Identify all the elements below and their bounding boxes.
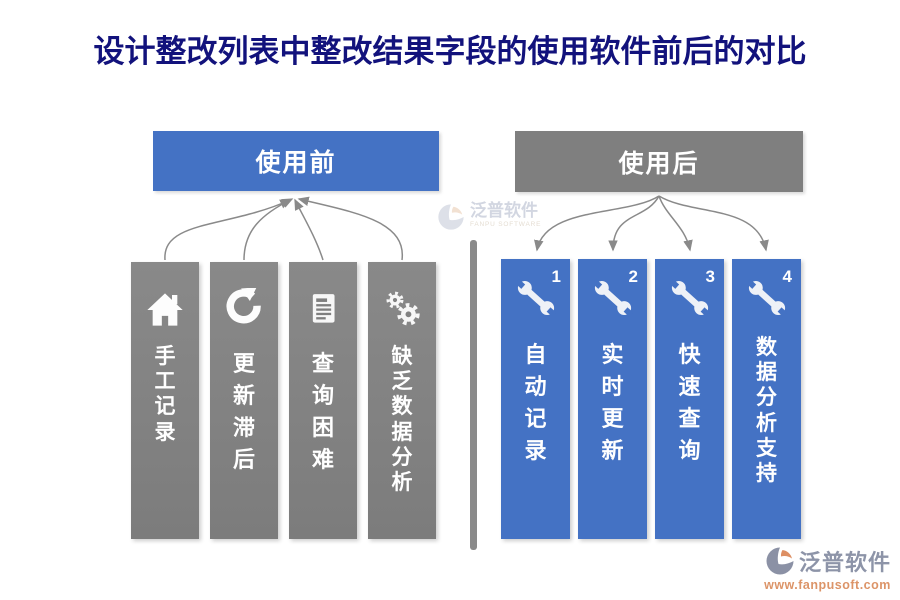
wrench-icon: 4 — [732, 267, 801, 329]
step-number: 4 — [782, 267, 792, 286]
refresh-icon — [210, 280, 278, 338]
document-icon — [289, 280, 357, 338]
after-item-label: 快速查询 — [678, 342, 701, 463]
after-item-label: 自动记录 — [524, 342, 547, 463]
after-item-label: 数据分析支持 — [756, 336, 777, 485]
arrow-before-1 — [164, 199, 292, 261]
before-column-4: 缺乏数据分析 — [368, 262, 436, 539]
arrow-before-3 — [294, 198, 324, 261]
fanpu-logo-icon — [766, 547, 794, 575]
arrow-after-2 — [608, 195, 660, 252]
arrow-before-4 — [297, 196, 403, 261]
watermark: 泛普软件 FANPU SOFTWARE — [436, 201, 542, 232]
before-column-1: 手工记录 — [131, 262, 199, 539]
home-icon — [131, 280, 199, 338]
arrow-before-2 — [243, 198, 294, 261]
after-column-1: 1 自动记录 — [501, 259, 570, 539]
step-number: 1 — [551, 267, 561, 286]
step-number: 3 — [705, 267, 715, 286]
after-column-3: 3 快速查询 — [655, 259, 724, 539]
before-column-2: 更新滞后 — [210, 262, 278, 539]
before-item-label: 手工记录 — [154, 345, 176, 444]
watermark-subtitle: FANPU SOFTWARE — [470, 220, 542, 228]
footer-brand: 泛普软件 www.fanpusoft.com — [764, 545, 891, 592]
after-header: 使用后 — [515, 131, 803, 192]
page-title: 设计整改列表中整改结果字段的使用软件前后的对比 — [93, 34, 807, 69]
wrench-icon: 3 — [655, 267, 724, 329]
arrow-after-4 — [658, 195, 769, 252]
section-divider — [470, 240, 477, 550]
before-header-label: 使用前 — [255, 149, 337, 177]
before-item-label: 更新滞后 — [232, 351, 255, 472]
wrench-icon: 1 — [501, 267, 570, 329]
arrow-after-3 — [658, 195, 693, 252]
after-item-label: 实时更新 — [601, 342, 624, 463]
fanpu-logo-icon — [438, 204, 464, 230]
arrow-after-1 — [534, 195, 660, 252]
watermark-name: 泛普软件 — [470, 201, 538, 220]
before-item-label: 查询困难 — [311, 351, 334, 472]
gears-icon — [368, 280, 436, 338]
step-number: 2 — [628, 267, 638, 286]
after-column-2: 2 实时更新 — [578, 259, 647, 539]
wrench-icon: 2 — [578, 267, 647, 329]
before-item-label: 缺乏数据分析 — [391, 345, 413, 494]
brand-name: 泛普软件 — [798, 550, 891, 575]
before-column-3: 查询困难 — [289, 262, 357, 539]
brand-url: www.fanpusoft.com — [764, 578, 891, 592]
before-header: 使用前 — [153, 131, 439, 191]
after-header-label: 使用后 — [618, 149, 700, 178]
after-column-4: 4 数据分析支持 — [732, 259, 801, 539]
